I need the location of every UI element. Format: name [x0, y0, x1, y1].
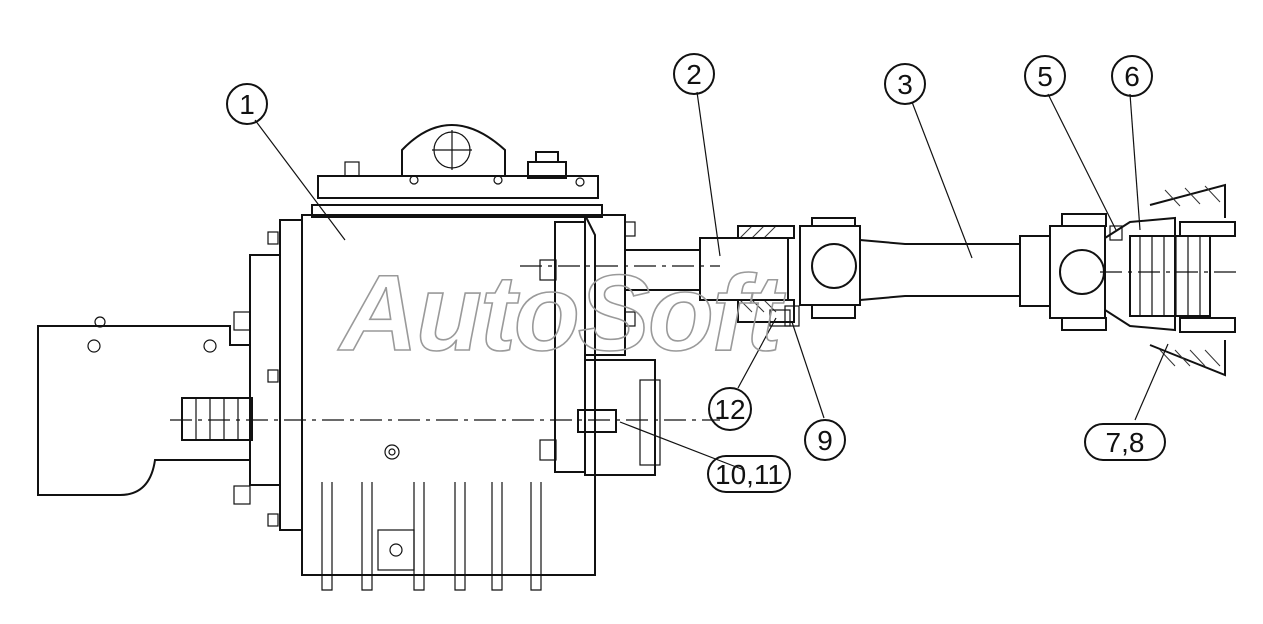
spline-coupling — [520, 225, 800, 327]
callout-3: 3 — [884, 63, 926, 105]
watermark-text: AutoSoft — [337, 252, 786, 373]
svg-text:5: 5 — [1037, 61, 1053, 92]
input-shaft — [170, 397, 720, 441]
callout-1: 1 — [226, 83, 268, 125]
callout-6: 6 — [1111, 55, 1153, 97]
callout-7-8: 7,8 — [1084, 423, 1166, 461]
svg-text:10,11: 10,11 — [715, 459, 783, 490]
callout-10-11: 10,11 — [707, 455, 791, 493]
svg-text:12: 12 — [714, 394, 745, 425]
svg-text:3: 3 — [897, 69, 913, 100]
svg-text:7,8: 7,8 — [1106, 427, 1145, 458]
svg-text:1: 1 — [239, 89, 255, 120]
svg-text:2: 2 — [686, 59, 702, 90]
cardan-shaft — [799, 213, 1107, 331]
pulley-hub — [1100, 183, 1240, 377]
svg-text:6: 6 — [1124, 61, 1140, 92]
callout-2: 2 — [673, 53, 715, 95]
callouts: 1 2 3 5 6 12 9 10,11 — [226, 53, 1166, 493]
callout-12: 12 — [708, 387, 752, 431]
callout-9: 9 — [804, 419, 846, 461]
gearbox-housing — [233, 124, 661, 591]
svg-text:9: 9 — [817, 425, 833, 456]
mounting-bracket — [37, 316, 251, 496]
leader-lines — [254, 91, 1169, 471]
callout-5: 5 — [1024, 55, 1066, 97]
